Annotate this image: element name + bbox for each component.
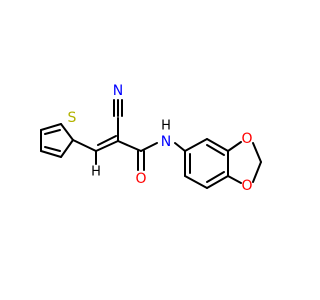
molecule-structure: S N N H O O O H xyxy=(40,83,262,194)
dioxole-ring xyxy=(227,141,262,184)
atom-sulfur: S xyxy=(68,110,77,126)
bond-benzene-6 xyxy=(184,138,208,152)
atom-amide-hydrogen: H xyxy=(161,119,171,134)
atom-vinyl-hydrogen: H xyxy=(91,165,101,180)
atom-dioxole-oxygen-lower: O xyxy=(241,178,252,194)
atom-nitrile-nitrogen: N xyxy=(113,83,123,99)
atom-dioxole-oxygen-upper: O xyxy=(241,131,252,147)
bond-benzene-2 xyxy=(184,175,208,189)
bond-benzene-3-inner xyxy=(206,171,225,183)
bond-n-aryl xyxy=(174,142,186,152)
benzene-ring xyxy=(184,138,229,189)
bond-dioxole-upper-o xyxy=(227,141,242,152)
bond-benzene-3 xyxy=(206,175,229,189)
bond-thiophene-vinyl xyxy=(72,139,97,152)
bond-thiophene-c2-c3 xyxy=(40,123,62,131)
bond-benzene-5-inner xyxy=(206,144,225,156)
bond-dioxole-ch2-lower xyxy=(252,161,262,183)
bond-dioxole-lower-o xyxy=(227,175,242,184)
atom-labels: S N N H O O O H xyxy=(64,83,253,194)
bond-benzene-5 xyxy=(206,138,229,152)
bond-carbonyl-n xyxy=(140,142,158,152)
bond-thiophene-s-c2 xyxy=(60,123,74,141)
bond-vinyl-cc-inner xyxy=(97,135,117,146)
bond-thiophene-c4-c5-inner xyxy=(44,146,61,152)
vinyl-double-bond xyxy=(95,135,119,152)
bond-thiophene-c4-c5 xyxy=(40,150,62,158)
thiophene-ring xyxy=(40,123,74,158)
carbonyl-group xyxy=(137,150,145,171)
bond-vinyl-cc xyxy=(95,140,119,152)
cyano-group xyxy=(113,99,123,142)
bond-dioxole-ch2-upper xyxy=(252,142,262,163)
bond-thiophene-c5-s xyxy=(60,139,74,158)
bond-thiophene-c2-c3-inner xyxy=(44,129,61,135)
bond-alpha-carbonyl xyxy=(117,140,142,152)
atom-amide-nitrogen: N xyxy=(161,134,171,150)
atom-carbonyl-oxygen: O xyxy=(135,171,146,187)
